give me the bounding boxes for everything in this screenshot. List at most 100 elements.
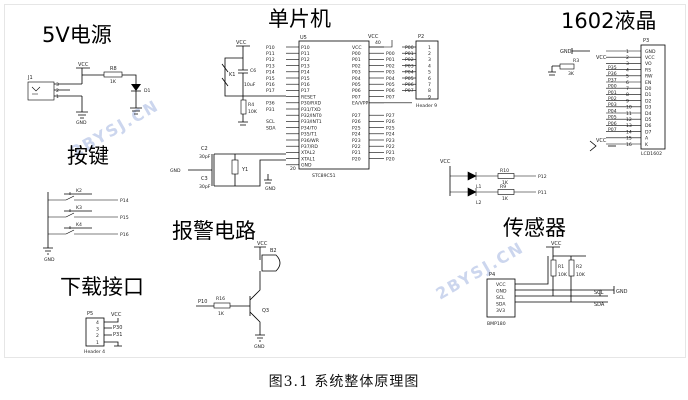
mcu-left-pin-label: P12 xyxy=(301,57,310,63)
alarm-vcc-wire xyxy=(254,246,266,260)
mcu-right-pin-label: P01 xyxy=(352,57,361,63)
lcd-net: P01 xyxy=(608,90,617,96)
led-ref: L2 xyxy=(476,200,482,206)
p2-net: P07 xyxy=(405,88,414,94)
sensor-vcc-rail xyxy=(546,246,586,257)
lcd-pin-label: D5 xyxy=(645,117,652,123)
p2-pin-number: 2 xyxy=(428,51,431,57)
r4-ref: R4 xyxy=(248,102,254,108)
power-circuit: J1 3 2 1 VCC GND R8 1K D1 xyxy=(27,62,151,126)
mcu-right-net: P24 xyxy=(386,132,395,138)
key-switch xyxy=(48,226,118,235)
title-alarm: 报警电路 xyxy=(172,219,256,243)
lcd-gnd-label: GND xyxy=(560,49,572,55)
mcu-left-pin-label: P15 xyxy=(301,76,310,82)
mcu-right-net: P07 xyxy=(386,94,395,100)
xtal-gnd: GND xyxy=(170,168,181,174)
mcu-left-net: P14 xyxy=(266,70,275,76)
lcd-pin-label: A xyxy=(645,136,649,142)
k1-ref: K1 xyxy=(229,72,235,78)
mcu-left-pin-label: P32/INT0 xyxy=(301,113,322,119)
lcd-circuit: P3 GND1VCC2VO3RS4P35RW5P36EN6P37D07P00D1… xyxy=(548,38,666,157)
p5-pin-number: 3 xyxy=(96,327,99,333)
lcd-net: P07 xyxy=(608,127,617,133)
r16-value: 1K xyxy=(218,311,225,317)
mcu-right-net: P06 xyxy=(386,88,395,94)
key-net: P15 xyxy=(120,215,129,221)
p10-net: P10 xyxy=(198,299,207,305)
watermarks: 2BYSJ.CN 2BYSJ.CN xyxy=(68,96,528,304)
led-net: P11 xyxy=(538,190,547,196)
mcu-right-pin-label: P07 xyxy=(352,94,361,100)
sensor-ref: P4 xyxy=(489,272,495,278)
jack-symbol xyxy=(31,86,41,95)
sensor-sda-net: SDA xyxy=(594,302,605,308)
jack-ref: J1 xyxy=(27,75,33,81)
mcu-left-pin-label: P31/TXD xyxy=(301,107,321,113)
p2-net: P02 xyxy=(405,57,414,63)
leds-vcc: VCC xyxy=(440,159,451,165)
led-ref: L1 xyxy=(476,184,482,190)
lcd-net: P03 xyxy=(608,102,617,108)
key-ref: K4 xyxy=(76,222,82,228)
p2-pin-number: 1 xyxy=(428,45,431,51)
lcd-pin-label: K xyxy=(645,142,649,148)
p5-pin-number: 1 xyxy=(96,340,99,346)
mcu-right-pin-label: P04 xyxy=(352,76,361,82)
q3-ref: Q3 xyxy=(262,308,269,314)
lcd-pin-label: D0 xyxy=(645,86,652,92)
r1-ref: R1 xyxy=(558,264,564,270)
mcu-right-net: P26 xyxy=(386,119,395,125)
mcu-pin40: 40 xyxy=(375,40,381,46)
mcu-right-net: P03 xyxy=(386,70,395,76)
gnd-label: GND xyxy=(76,120,87,126)
sensor-pin-label: SCL xyxy=(496,295,505,301)
led-fill xyxy=(468,188,476,196)
lcd-net: P00 xyxy=(608,84,617,90)
y1-crystal xyxy=(231,159,239,175)
mcu-part: STC89C51 xyxy=(312,173,336,179)
lcd-net: P04 xyxy=(608,108,617,114)
mcu-left-pin-label: P33/INT1 xyxy=(301,119,322,125)
lcd-pin-number: 12 xyxy=(626,117,632,123)
figure-caption: 图3.1 系统整体原理图 xyxy=(268,374,420,390)
pullup-wires xyxy=(552,256,572,302)
mcu-right-pin-label: P25 xyxy=(352,125,361,131)
p2-header xyxy=(415,40,439,100)
mcu-left-net: P13 xyxy=(266,63,275,69)
lcd-pin-label: GND xyxy=(645,49,656,55)
mcu-left-net: SDA xyxy=(266,125,276,131)
lcd-net: P05 xyxy=(608,115,617,121)
mcu-left-net: P12 xyxy=(266,57,275,63)
p2-pin-number: 8 xyxy=(428,88,431,94)
jack-pin-2: 2 xyxy=(56,88,59,94)
mcu-left-pin-label: P16 xyxy=(301,82,310,88)
alarm-gnd xyxy=(255,334,265,342)
buzzer-b2 xyxy=(261,254,281,272)
title-mcu: 单片机 xyxy=(268,7,331,31)
vcc-label: VCC xyxy=(78,62,89,68)
mcu-right-pin-label: P03 xyxy=(352,70,361,76)
sensor-pin-label: GND xyxy=(496,289,507,295)
mcu-left-net: P16 xyxy=(266,82,275,88)
key-ref: K3 xyxy=(76,205,82,211)
lcd-bl-vcc: VCC xyxy=(596,138,607,144)
vcc-rail xyxy=(76,67,90,84)
sensor-vcc: VCC xyxy=(551,241,562,247)
p2-pin-number: 3 xyxy=(428,57,431,63)
title-power: 5V电源 xyxy=(42,23,112,47)
mcu-left-pin-label: P11 xyxy=(301,51,310,57)
mcu-left-pin-label: GND xyxy=(301,163,312,169)
mcu-left-net: SCL xyxy=(266,119,275,125)
r1-resistor xyxy=(550,259,557,277)
lcd-pin-number: 5 xyxy=(626,74,629,80)
lcd-pin-label: D1 xyxy=(645,92,652,98)
q3-transistor xyxy=(230,285,261,335)
p2-net: P03 xyxy=(405,63,414,69)
xtal-gnd2 xyxy=(264,174,272,184)
c3-ref: C3 xyxy=(201,176,208,182)
